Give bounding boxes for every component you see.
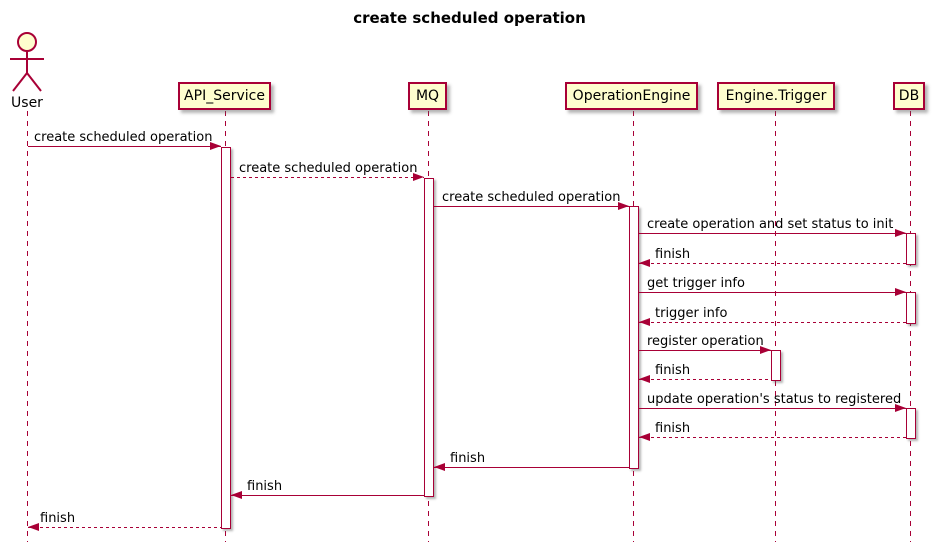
message-4-line <box>639 233 906 234</box>
activation-db-3 <box>906 408 916 439</box>
actor-user-icon <box>10 32 44 92</box>
diagram-title: create scheduled operation <box>353 9 586 27</box>
message-10-arrowhead-icon <box>895 404 906 412</box>
message-14-line <box>28 527 221 528</box>
message-3-line <box>434 206 629 207</box>
message-12-arrowhead-icon <box>434 463 445 471</box>
message-8-label: register operation <box>647 334 764 349</box>
message-2-line <box>231 177 424 178</box>
participant-api-service: API_Service <box>178 82 271 110</box>
message-10-line <box>639 408 906 409</box>
participant-operation-engine: OperationEngine <box>565 82 698 110</box>
message-14-label: finish <box>40 511 76 526</box>
participant-db-label: DB <box>898 88 920 104</box>
message-9-label: finish <box>655 363 691 378</box>
message-4-label: create operation and set status to init <box>647 217 894 232</box>
message-2-arrowhead-icon <box>413 173 424 181</box>
message-4-arrowhead-icon <box>895 229 906 237</box>
message-12-label: finish <box>450 451 486 466</box>
message-10-label: update operation's status to registered <box>647 392 902 407</box>
message-3-arrowhead-icon <box>618 202 629 210</box>
message-13-arrowhead-icon <box>231 491 242 499</box>
message-12-line <box>434 467 629 468</box>
message-11-label: finish <box>655 421 691 436</box>
activation-operation-engine <box>629 206 639 469</box>
activation-api-service <box>221 147 231 529</box>
activation-mq <box>424 178 434 497</box>
participant-engine-trigger: Engine.Trigger <box>717 82 835 110</box>
message-3-label: create scheduled operation <box>442 190 621 205</box>
message-1-label: create scheduled operation <box>34 130 213 145</box>
message-7-arrowhead-icon <box>639 318 650 326</box>
message-13-label: finish <box>247 479 283 494</box>
message-9-arrowhead-icon <box>639 375 650 383</box>
message-6-label: get trigger info <box>647 276 745 291</box>
message-11-arrowhead-icon <box>639 433 650 441</box>
participant-engine-trigger-label: Engine.Trigger <box>725 88 827 104</box>
activation-engine-trigger <box>771 350 781 381</box>
message-7-line <box>639 322 906 323</box>
message-5-arrowhead-icon <box>639 259 650 267</box>
activation-db-2 <box>906 292 916 324</box>
message-11-line <box>639 437 906 438</box>
message-1-arrowhead-icon <box>210 142 221 150</box>
participant-mq-label: MQ <box>415 88 440 104</box>
participant-mq: MQ <box>408 82 447 110</box>
message-5-line <box>639 263 906 264</box>
lifeline-db <box>910 111 911 542</box>
message-9-line <box>639 379 771 380</box>
activation-db-1 <box>906 233 916 265</box>
lifeline-engine-trigger <box>775 111 776 542</box>
message-6-arrowhead-icon <box>895 288 906 296</box>
message-2-label: create scheduled operation <box>239 161 418 176</box>
message-13-line <box>231 495 424 496</box>
actor-user-label: User <box>11 95 43 111</box>
participant-api-service-label: API_Service <box>184 88 265 104</box>
message-5-label: finish <box>655 247 691 262</box>
participant-operation-engine-label: OperationEngine <box>572 88 691 104</box>
message-8-arrowhead-icon <box>760 346 771 354</box>
message-7-label: trigger info <box>655 306 728 321</box>
message-8-line <box>639 350 771 351</box>
message-1-line <box>28 146 221 147</box>
lifeline-user <box>27 111 28 542</box>
message-6-line <box>639 292 906 293</box>
participant-db: DB <box>893 82 925 110</box>
message-14-arrowhead-icon <box>28 523 39 531</box>
